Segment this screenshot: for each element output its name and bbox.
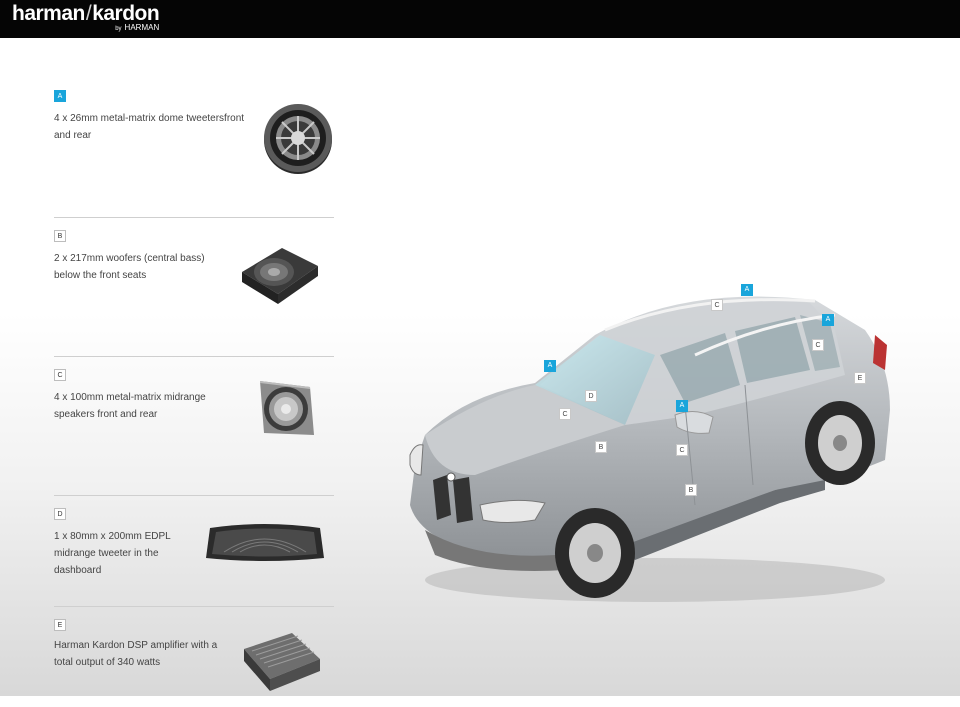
component-description: Harman Kardon DSP amplifier with a total… [54,640,218,668]
logo-by: by [115,26,122,32]
speaker-marker-d[interactable]: D [585,390,597,402]
speaker-marker-a[interactable]: A [544,360,556,372]
component-item-d[interactable]: D 1 x 80mm x 200mm EDPL midrange tweeter… [54,496,334,607]
component-badge: D [54,508,66,520]
logo-harman: harman [12,2,85,25]
speaker-marker-b[interactable]: B [685,484,697,496]
rear-wheel [805,401,875,485]
woofer-icon [242,248,318,304]
component-description: 1 x 80mm x 200mm EDPL midrange tweeter i… [54,531,171,576]
component-item-a[interactable]: A 4 x 26mm metal-matrix dome tweetersfro… [54,80,334,218]
speaker-marker-e[interactable]: E [854,372,866,384]
speaker-marker-a[interactable]: A [741,284,753,296]
car-icon [409,296,890,602]
speaker-marker-a[interactable]: A [676,400,688,412]
component-description: 4 x 100mm metal-matrix midrange speakers… [54,392,206,420]
amplifier-icon [244,633,320,691]
component-item-e[interactable]: E Harman Kardon DSP amplifier with a tot… [54,607,334,707]
dashboard-tweeter-icon [206,524,324,561]
tweeter-icon [264,104,332,174]
component-item-b[interactable]: B 2 x 217mm woofers (central bass) below… [54,218,334,357]
components-panel: A 4 x 26mm metal-matrix dome tweetersfro… [54,80,334,707]
front-wheel [555,508,635,598]
component-item-c[interactable]: C 4 x 100mm metal-matrix midrange speake… [54,357,334,496]
car-illustration: A A A A C C C C D B B E [395,275,895,605]
component-badge: C [54,369,66,381]
midrange-speaker-icon [260,381,314,435]
component-description: 4 x 26mm metal-matrix dome tweetersfront… [54,113,245,141]
logo-kardon: kardon [92,2,160,25]
speaker-marker-c[interactable]: C [711,299,723,311]
logo-harman-sub: HARMAN [124,23,160,32]
speaker-marker-c[interactable]: C [812,339,824,351]
component-description: 2 x 217mm woofers (central bass) below t… [54,253,205,281]
speaker-marker-a[interactable]: A [822,314,834,326]
speaker-marker-b[interactable]: B [595,441,607,453]
component-badge: A [54,90,66,102]
component-badge: E [54,619,66,631]
speaker-marker-c[interactable]: C [676,444,688,456]
component-badge: B [54,230,66,242]
speaker-marker-c[interactable]: C [559,408,571,420]
